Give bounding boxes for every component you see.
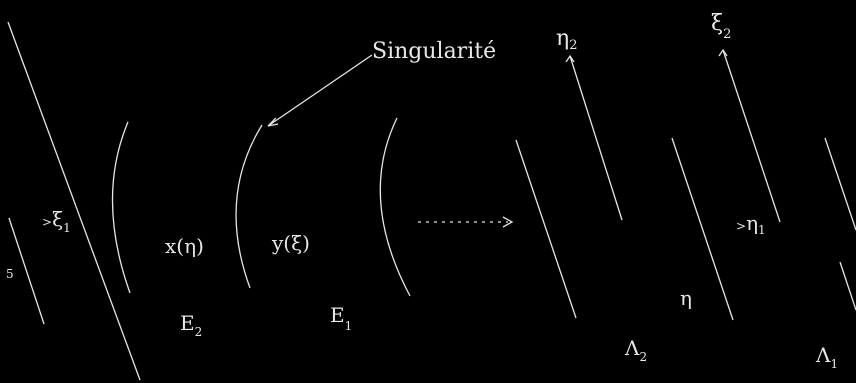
y-xi-label: y(ξ) bbox=[271, 231, 310, 255]
E2-label: E2 bbox=[180, 311, 202, 339]
eta2-label: η2 bbox=[556, 26, 577, 53]
edge-line-right bbox=[839, 261, 856, 311]
singularite-label: Singularité bbox=[372, 39, 496, 64]
arc-1 bbox=[111, 121, 131, 294]
lambda2-label: Λ2 bbox=[624, 336, 647, 364]
boundary-line-left bbox=[7, 21, 141, 381]
E1-label: E1 bbox=[330, 303, 352, 333]
xi2-line bbox=[722, 49, 781, 223]
lambda1-line bbox=[824, 137, 856, 231]
eta2-arrowhead bbox=[565, 54, 575, 63]
eta2-line bbox=[569, 55, 623, 221]
edge-line-far-left bbox=[8, 217, 45, 325]
xi2-arrowhead bbox=[718, 48, 728, 57]
singularite-leader bbox=[267, 54, 373, 127]
lambda2-line bbox=[515, 139, 577, 319]
eta-line bbox=[671, 137, 734, 321]
xi2-label: ξ2 bbox=[711, 11, 731, 42]
x-eta-label: x(η) bbox=[165, 234, 204, 258]
xi1-label: >ξ1 bbox=[42, 207, 71, 235]
left-cut-label: 5 bbox=[6, 267, 14, 281]
eta1-label: >η1 bbox=[736, 211, 766, 237]
singularite-arrowhead bbox=[267, 117, 279, 127]
lambda1-label: Λ1 bbox=[815, 343, 838, 371]
dotted-arrow-head bbox=[502, 216, 514, 228]
arc-3 bbox=[379, 117, 411, 297]
arc-2 bbox=[235, 124, 263, 289]
eta-label: η bbox=[680, 286, 692, 310]
